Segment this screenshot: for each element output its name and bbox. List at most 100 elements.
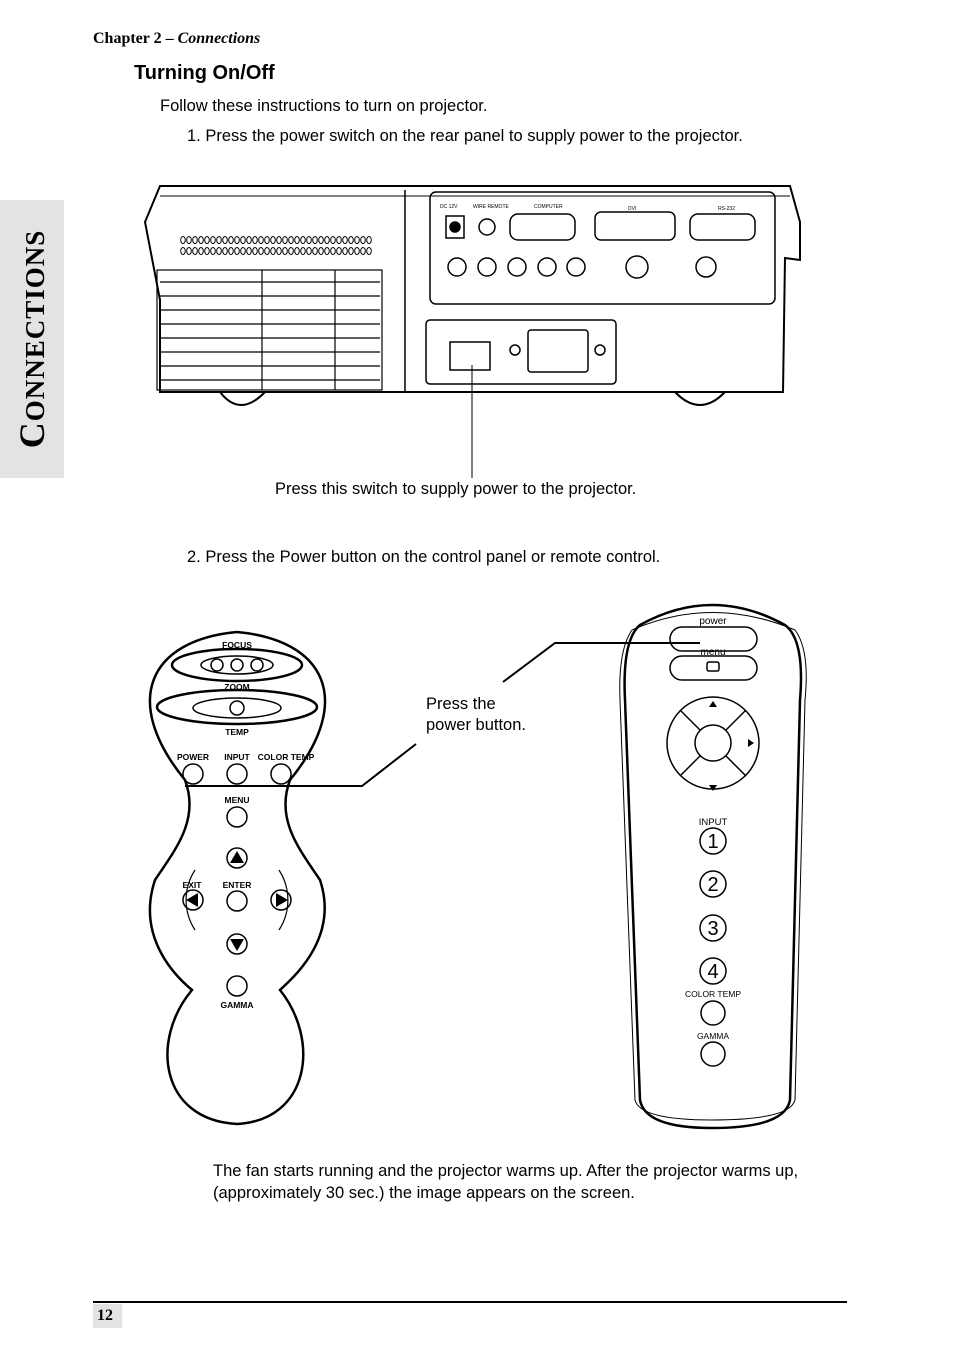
svg-text:WIRE REMOTE: WIRE REMOTE xyxy=(473,204,509,210)
vent-hole xyxy=(324,247,330,255)
vent-hole xyxy=(360,247,366,255)
intro-text: Follow these instructions to turn on pro… xyxy=(160,97,488,115)
vent-hole xyxy=(222,236,228,244)
remote-color-temp-label: COLOR TEMP xyxy=(685,989,741,999)
remote-gamma-label: GAMMA xyxy=(697,1031,729,1041)
vent-hole xyxy=(246,236,252,244)
vent-hole xyxy=(360,236,366,244)
vent-hole xyxy=(240,236,246,244)
vent-hole xyxy=(234,236,240,244)
vent-hole xyxy=(348,247,354,255)
switch-caption: Press this switch to supply power to the… xyxy=(275,480,637,498)
vent-hole xyxy=(198,236,204,244)
vent-hole xyxy=(288,247,294,255)
vent-hole xyxy=(210,247,216,255)
vent-hole xyxy=(252,247,258,255)
vent-hole xyxy=(264,236,270,244)
remote-power-label: power xyxy=(699,616,727,627)
vent-hole xyxy=(258,236,264,244)
vent-hole xyxy=(294,247,300,255)
vent-hole xyxy=(198,247,204,255)
vent-hole xyxy=(234,247,240,255)
color-temp-label: COLOR TEMP xyxy=(258,752,315,762)
vent-hole xyxy=(306,247,312,255)
remote-menu-label: menu xyxy=(700,647,725,658)
svg-text:RS-232: RS-232 xyxy=(718,206,735,212)
temp-label: TEMP xyxy=(225,727,249,737)
vent-hole xyxy=(186,236,192,244)
vent-hole xyxy=(186,247,192,255)
vent-hole xyxy=(192,247,198,255)
input-label: INPUT xyxy=(224,752,250,762)
remote-button-1: 1 xyxy=(707,831,718,853)
vent-hole xyxy=(276,236,282,244)
vent-hole xyxy=(216,247,222,255)
power-button-caption: Press the power button. xyxy=(426,695,526,734)
vent-hole xyxy=(270,247,276,255)
vent-hole xyxy=(336,236,342,244)
vent-hole xyxy=(300,247,306,255)
vent-hole xyxy=(354,236,360,244)
vent-hole xyxy=(330,236,336,244)
vent-hole xyxy=(342,236,348,244)
chapter-header: Chapter 2 – Connections xyxy=(93,30,260,48)
remote-button-3: 3 xyxy=(707,918,718,940)
vent-hole xyxy=(294,236,300,244)
vent-hole xyxy=(282,236,288,244)
focus-label: FOCUS xyxy=(222,640,252,650)
final-note: The fan starts running and the projector… xyxy=(213,1162,799,1202)
vent-hole xyxy=(258,247,264,255)
remote-button-2: 2 xyxy=(707,874,718,896)
chapter-name: Connections xyxy=(177,30,261,47)
vent-hole xyxy=(246,247,252,255)
vent-hole xyxy=(240,247,246,255)
vent-hole xyxy=(264,247,270,255)
vent-hole xyxy=(180,247,186,255)
chapter-label: Chapter 2 – xyxy=(93,30,174,47)
vent-hole xyxy=(318,236,324,244)
vent-hole xyxy=(342,247,348,255)
exit-label: EXIT xyxy=(183,880,203,890)
section-title: Turning On/Off xyxy=(134,62,275,84)
side-tab: CONNECTIONS xyxy=(0,200,64,478)
menu-label: MENU xyxy=(224,795,249,805)
gamma-label: GAMMA xyxy=(220,1000,253,1010)
vent-hole xyxy=(324,236,330,244)
vent-hole xyxy=(354,247,360,255)
vent-hole xyxy=(204,236,210,244)
projector-rear-illustration: DC 12V WIRE REMOTE COMPUTER DVI RS-232 xyxy=(143,185,801,478)
vent-hole xyxy=(180,236,186,244)
page-number-box xyxy=(93,1304,122,1328)
vent-hole xyxy=(288,236,294,244)
svg-text:DVI: DVI xyxy=(628,206,636,212)
svg-text:COMPUTER: COMPUTER xyxy=(534,204,563,210)
vent-hole xyxy=(210,236,216,244)
enter-label: ENTER xyxy=(223,880,252,890)
footer-rule xyxy=(93,1301,847,1303)
page-number: 12 xyxy=(97,1307,113,1324)
vent-hole xyxy=(336,247,342,255)
vent-hole xyxy=(192,236,198,244)
vent-hole xyxy=(216,236,222,244)
remote-input-label: INPUT xyxy=(699,817,728,828)
vent-hole xyxy=(282,247,288,255)
vent-hole xyxy=(222,247,228,255)
vent-hole xyxy=(312,236,318,244)
remote-button-4: 4 xyxy=(707,961,718,983)
vent-hole xyxy=(312,247,318,255)
step-2: 2. Press the Power button on the control… xyxy=(187,548,661,566)
vent-hole xyxy=(366,236,372,244)
vent-hole xyxy=(252,236,258,244)
vent-hole xyxy=(228,236,234,244)
vent-hole xyxy=(204,247,210,255)
svg-text:DC 12V: DC 12V xyxy=(440,204,458,210)
vent-hole xyxy=(276,247,282,255)
step-1: 1. Press the power switch on the rear pa… xyxy=(187,127,743,145)
vent-hole xyxy=(366,247,372,255)
vent-hole xyxy=(318,247,324,255)
vent-hole xyxy=(270,236,276,244)
power-label: POWER xyxy=(177,752,209,762)
vent-hole xyxy=(228,247,234,255)
vent-hole xyxy=(306,236,312,244)
